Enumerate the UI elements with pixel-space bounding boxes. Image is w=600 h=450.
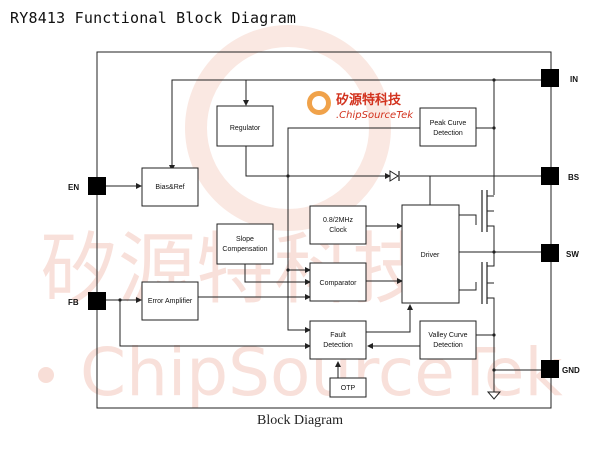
valley-label-2: Detection [433,342,463,349]
wire-in-bias [169,79,543,171]
pin-en-square [88,177,106,195]
valley-curve-detection-block [419,320,477,360]
wire-driver-ls-gate [459,282,477,291]
slope-compensation-block [216,223,274,265]
watermark: 矽源特科技 ChipSourceTek [38,25,564,411]
pins: IN EN BS SW FB GND [68,69,580,378]
valley-label-1: Valley Curve [428,332,467,339]
pin-gnd-label: GND [562,366,580,375]
pin-fb-square [88,292,106,310]
wire-peak-fault [287,127,420,333]
comparator-label: Comparator [320,280,358,287]
comparator-block [309,262,367,302]
otp-label: OTP [341,385,356,392]
logo-icon-inner [312,96,326,110]
peak-curve-label-2: Detection [433,130,463,137]
logo-chinese: 矽源特科技 [336,92,402,108]
diagram-caption: Block Diagram [257,413,343,428]
bias-ref-block [141,167,199,207]
wire-slope-comparator [244,264,311,285]
fault-label-2: Detection [323,342,353,349]
peak-curve-label-1: Peak Curve [430,120,467,127]
pin-en-label: EN [68,183,79,192]
slope-label-2: Compensation [222,246,267,253]
pin-gnd-square [541,360,559,378]
pin-in-label: IN [570,75,578,84]
wire-driver-hs-gate [459,214,477,225]
pin-fb-label: FB [68,298,79,307]
error-amplifier-label: Error Amplifier [148,298,193,305]
wire-regulator-bs [245,145,391,179]
pin-sw-square [541,244,559,262]
logo-english: .ChipSourceTek [336,110,414,121]
company-logo: 矽源特科技 .ChipSourceTek [307,91,414,121]
otp-block [329,377,367,398]
driver-label: Driver [421,252,440,259]
clock-label-1: 0.8/2MHz [323,217,353,224]
regulator-label: Regulator [230,125,261,132]
bias-ref-label: Bias&Ref [155,184,184,191]
slope-label-1: Slope [236,236,254,243]
wire-fault-driver [366,304,413,333]
blocks: Regulator Peak Curve Detection Bias&Ref … [141,105,477,398]
chip-boundary [96,51,552,409]
pin-bs-label: BS [568,173,580,182]
diagram-title: RY8413 Functional Block Diagram [10,9,297,27]
fault-label-1: Fault [330,332,346,339]
regulator-block [216,105,274,147]
pin-in-square [541,69,559,87]
peak-curve-detection-block [419,107,477,147]
ground-icon [486,391,502,400]
driver-block [401,204,460,304]
watermark-dot [38,367,54,383]
fault-detection-block [309,320,367,360]
pin-bs-square [541,167,559,185]
clock-block [309,205,367,245]
wire-fb-fault [119,300,311,349]
wiring [106,78,543,400]
pin-sw-label: SW [566,250,579,259]
diode-icon [389,170,399,182]
error-amplifier-block [141,281,199,321]
clock-label-2: Clock [329,227,347,234]
